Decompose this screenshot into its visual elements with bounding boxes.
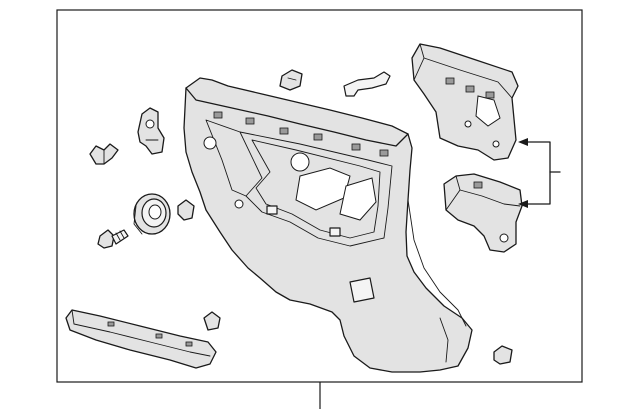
- upper-trim-bracket: [411, 43, 519, 161]
- retainer-clip-bottom: [493, 345, 513, 365]
- push-pin-fastener: [89, 143, 119, 165]
- round-grommet: [133, 193, 171, 235]
- quarter-trim-panel: [183, 77, 473, 373]
- lower-trim-bracket: [443, 173, 523, 253]
- callout-arrows: [518, 138, 561, 208]
- hook-bracket: [343, 71, 391, 97]
- sill-garnish-molding: [65, 309, 217, 369]
- retainer-clip-top: [279, 69, 303, 91]
- bolt: [97, 229, 129, 249]
- anchor-bracket: [137, 107, 165, 155]
- square-clip: [177, 199, 195, 221]
- garnish-clip: [203, 311, 221, 331]
